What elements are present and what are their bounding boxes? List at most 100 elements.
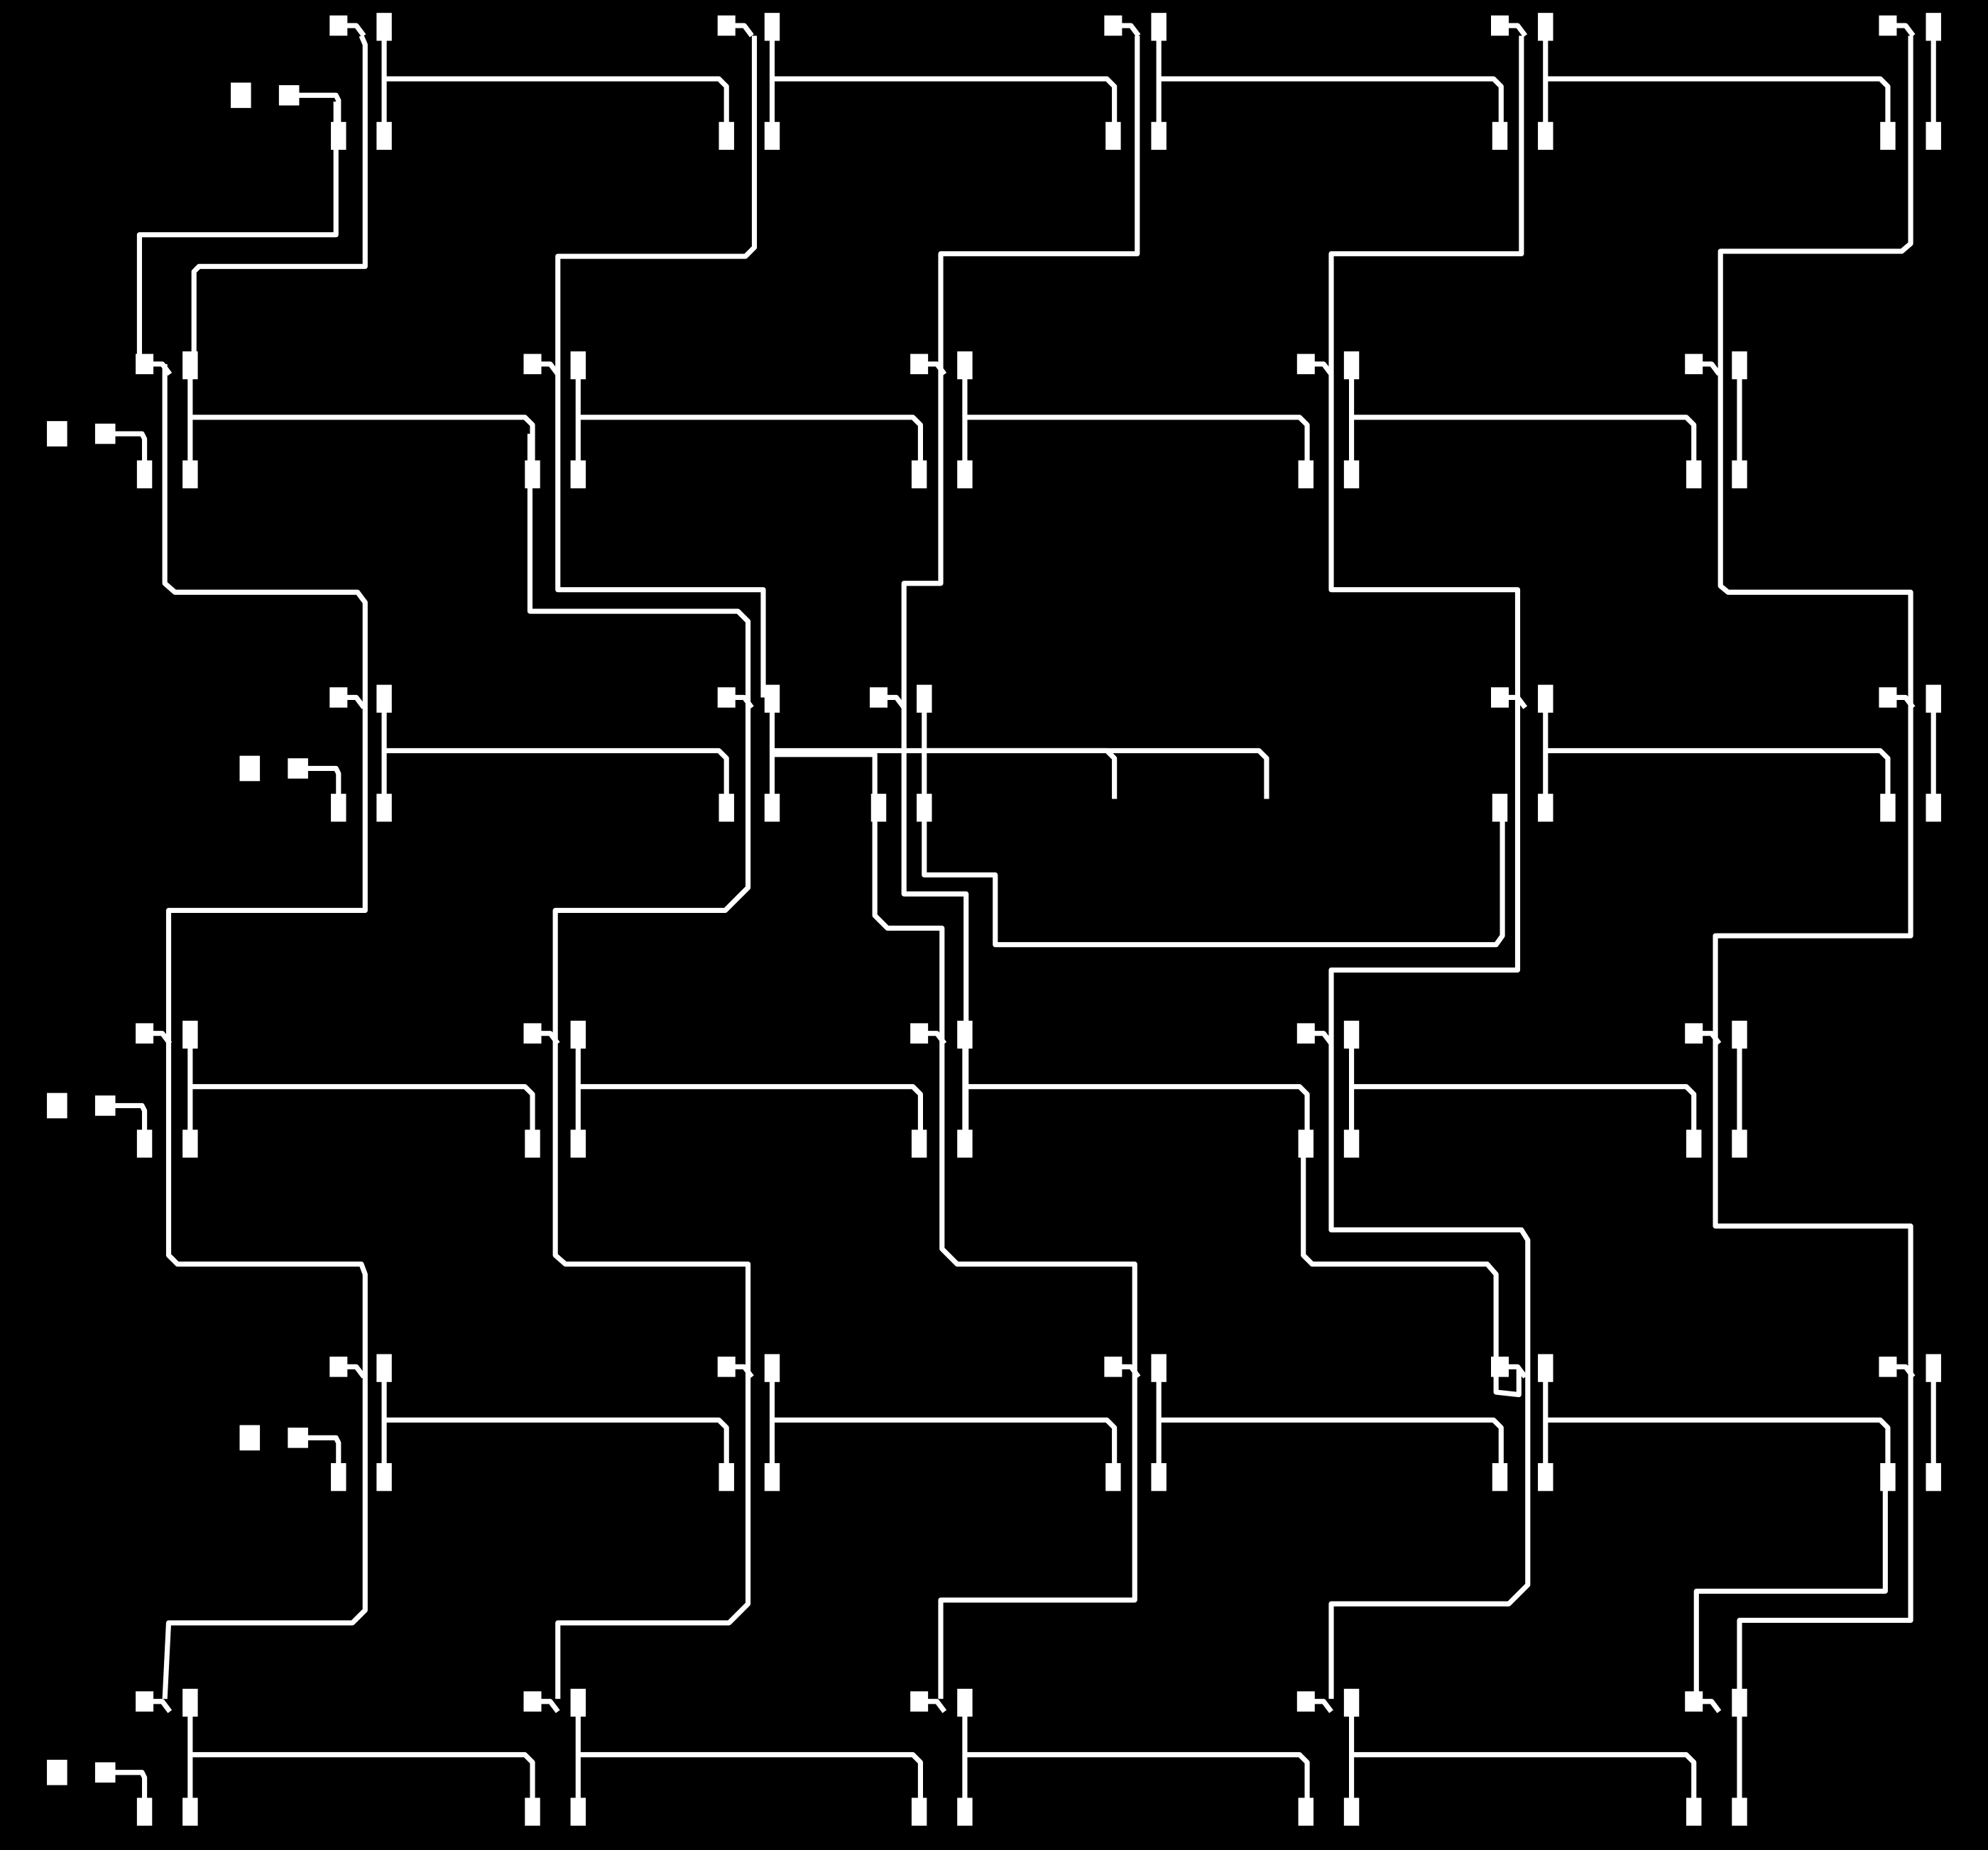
pad-isolated <box>288 758 308 779</box>
pad-bottom-left <box>136 460 153 488</box>
trace-interconnect <box>1301 1139 1522 1398</box>
pad-bottom-left <box>525 1797 540 1826</box>
pad-top <box>957 351 973 380</box>
pad-small <box>329 687 348 708</box>
trace-row <box>384 76 729 127</box>
trace-input <box>305 765 342 807</box>
trace-row <box>578 1084 924 1135</box>
pad-bottom-right <box>1732 460 1747 488</box>
pad-small <box>523 354 542 375</box>
pad-bottom-left <box>331 1463 346 1492</box>
trace-row <box>1545 1417 1891 1469</box>
pad-top <box>1732 351 1747 380</box>
pad-isolated <box>47 421 67 447</box>
pad-bottom-left <box>1298 460 1314 488</box>
pad-bottom-right <box>570 460 586 488</box>
pad-bottom-right <box>1926 121 1941 150</box>
pad-top <box>917 684 932 713</box>
pad-top <box>764 684 780 713</box>
pad-small <box>523 1691 542 1712</box>
trace-row <box>190 1084 535 1135</box>
pad-small <box>329 15 348 36</box>
pad-top <box>1732 1020 1747 1049</box>
pad-bottom-right <box>957 460 973 488</box>
trace-row <box>190 415 535 466</box>
pad-small <box>136 1691 154 1712</box>
pad-top <box>182 1020 198 1049</box>
pad-bottom-left <box>1686 1797 1702 1826</box>
trace-stub <box>1700 361 1722 376</box>
pad-top <box>1343 351 1360 380</box>
pad-small <box>1879 687 1897 708</box>
trace-stub <box>1312 1031 1333 1046</box>
trace-row <box>384 748 729 799</box>
pad-bottom-right <box>1151 121 1167 150</box>
pad-bottom-right <box>764 1463 780 1492</box>
trace-interconnect <box>922 804 1505 948</box>
trace-input <box>112 431 148 472</box>
trace-row <box>1545 76 1891 127</box>
pad-small <box>1104 15 1123 36</box>
pad-bottom-left <box>719 1463 734 1492</box>
pad-bottom-right <box>570 1797 586 1826</box>
pad-top <box>1538 1354 1553 1382</box>
pad-bottom-left <box>870 794 887 822</box>
pad-bottom-left <box>525 1129 540 1158</box>
pad-isolated <box>94 1762 116 1783</box>
pad-top <box>376 684 392 713</box>
pad-small <box>910 1691 929 1712</box>
trace-interconnect <box>162 363 368 1700</box>
trace-interconnect <box>527 434 751 1700</box>
pad-top <box>1926 1354 1941 1382</box>
trace-stub <box>538 1699 560 1714</box>
trace-row <box>384 1417 729 1469</box>
pad-top <box>570 1688 586 1717</box>
pad-top <box>182 351 198 380</box>
pad-small <box>1879 1357 1897 1377</box>
trace-layer <box>112 23 1936 1811</box>
trace-stub <box>1119 23 1141 38</box>
pad-bottom-right <box>1343 1797 1360 1826</box>
trace-stub <box>925 1699 947 1714</box>
trace-row <box>578 1752 924 1803</box>
trace-stub <box>1312 1699 1333 1714</box>
trace-interconnect <box>555 35 766 698</box>
pad-bottom-left <box>911 460 927 488</box>
pad-small <box>870 687 888 708</box>
trace-stub <box>151 1699 173 1714</box>
pad-small <box>1296 1691 1315 1712</box>
pad-layer <box>47 13 1941 1826</box>
pad-bottom-right <box>1732 1797 1747 1826</box>
pad-bottom-left <box>1105 121 1121 150</box>
pad-bottom-left <box>1492 1463 1508 1492</box>
pad-small <box>523 1023 542 1044</box>
pad-top <box>1538 684 1553 713</box>
trace-input <box>305 1435 342 1476</box>
pad-top <box>957 1020 973 1049</box>
pad-top <box>570 351 586 380</box>
pad-bottom-left <box>1298 1129 1314 1158</box>
pad-small <box>136 354 154 375</box>
trace-input <box>112 1102 148 1144</box>
trace-interconnect <box>1713 35 1913 1702</box>
pad-top <box>1732 1688 1747 1717</box>
pad-bottom-right <box>957 1797 973 1826</box>
trace-row <box>1351 1752 1697 1803</box>
pad-isolated <box>239 1425 261 1451</box>
trace-row <box>1351 415 1697 466</box>
pad-small <box>910 354 929 375</box>
pad-bottom-left <box>331 794 346 822</box>
pad-bottom-right <box>1343 1129 1360 1158</box>
pad-small <box>910 1023 929 1044</box>
pad-bottom-right <box>1732 1129 1747 1158</box>
trace-stub <box>1506 23 1528 38</box>
pad-bottom-left <box>136 1797 153 1826</box>
trace-interconnect <box>901 35 1140 1142</box>
trace-input <box>112 1770 148 1811</box>
pad-bottom-right <box>376 121 392 150</box>
trace-row <box>1159 1417 1504 1469</box>
pad-isolated <box>94 423 116 444</box>
pad-small <box>717 687 736 708</box>
pad-bottom-left <box>719 794 734 822</box>
